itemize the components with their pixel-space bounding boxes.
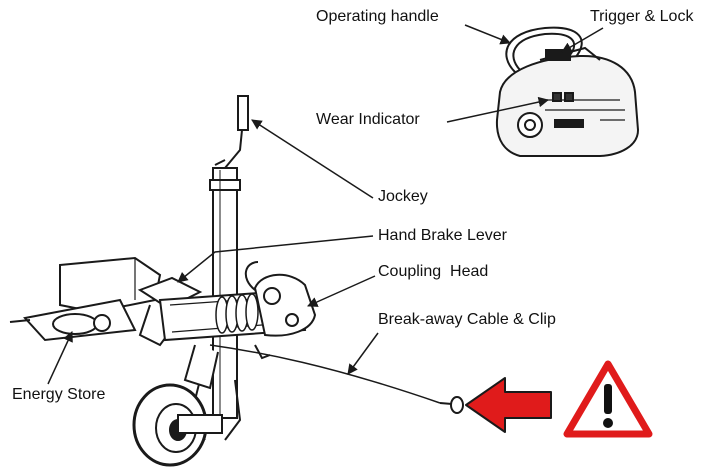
label-jockey: Jockey bbox=[378, 188, 428, 205]
leader-trigger-lock bbox=[561, 27, 604, 53]
warning-triangle-icon bbox=[563, 360, 653, 438]
label-breakaway-cable-clip: Break-away Cable & Clip bbox=[378, 311, 556, 328]
leader-jockey bbox=[251, 119, 374, 199]
label-hand-brake-lever: Hand Brake Lever bbox=[378, 227, 507, 244]
breakaway-cable bbox=[209, 344, 441, 404]
leader-operating-handle bbox=[464, 24, 511, 45]
arrow-left-icon bbox=[465, 377, 552, 433]
leader-lines bbox=[47, 24, 604, 385]
label-wear-indicator: Wear Indicator bbox=[316, 111, 420, 128]
breakaway-clip bbox=[439, 396, 464, 414]
leader-coupling-head bbox=[307, 275, 376, 307]
label-operating-handle: Operating handle bbox=[316, 8, 439, 25]
label-coupling-head: Coupling Head bbox=[378, 263, 489, 280]
trailer-assembly bbox=[9, 95, 317, 467]
leader-wear-indicator bbox=[446, 96, 550, 123]
leader-hand-brake-lever bbox=[177, 235, 374, 283]
label-trigger-lock: Trigger & Lock bbox=[590, 8, 694, 25]
leader-breakaway bbox=[347, 332, 379, 375]
coupling-head-inset bbox=[495, 26, 640, 157]
label-energy-store: Energy Store bbox=[12, 386, 106, 403]
leader-energy-store bbox=[47, 331, 73, 385]
